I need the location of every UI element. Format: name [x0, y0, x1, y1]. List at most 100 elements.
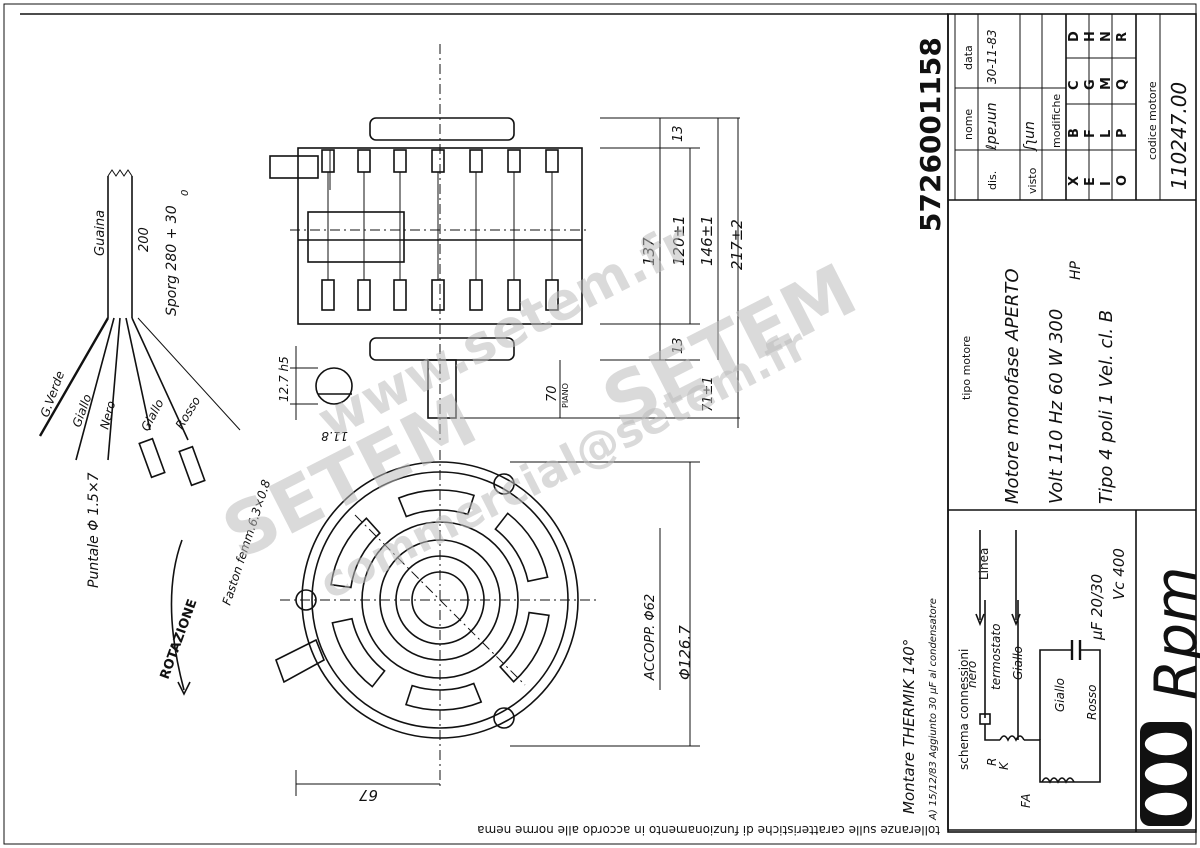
- codice-motore-label: codice motore: [1146, 81, 1159, 160]
- schema-termostato: termostato: [989, 624, 1003, 690]
- modifiche-letter: X: [1067, 176, 1082, 186]
- modifiche-letter: I: [1099, 181, 1114, 186]
- dim-13-bot: 13: [671, 337, 686, 354]
- slot-mark: [545, 149, 559, 173]
- schema-capacitor: µF 20/30: [1088, 574, 1106, 641]
- dim-piano: PIANO: [561, 383, 570, 408]
- slot-mark: [507, 149, 521, 173]
- slot-mark: [431, 149, 445, 173]
- title-block: [947, 13, 1197, 833]
- motore-line: Motore monofase APERTO: [1002, 268, 1023, 504]
- schema-giallo-2: Giallo: [1053, 678, 1067, 712]
- modifiche-letter: D: [1067, 31, 1082, 42]
- wire-200: 200: [137, 227, 152, 252]
- dim-126: Φ126.7: [676, 625, 694, 680]
- dim-shaft-dia: 12.7 h5: [277, 356, 291, 402]
- watermark-layer: www.setem.fr SETEM SETEM commercial@sete…: [210, 212, 870, 610]
- modifiche-letter: R: [1115, 32, 1130, 42]
- drawing-number: 5726001158: [914, 37, 947, 232]
- wire-guaina: Guaina: [93, 210, 108, 256]
- dim-accopp: ACCOPP. Φ62: [643, 594, 658, 681]
- stator-slots: [321, 149, 559, 311]
- modifiche-letter: F: [1083, 129, 1098, 138]
- schema-fa: FA: [1019, 794, 1033, 808]
- visto-signature: ʃʅun: [1022, 121, 1038, 152]
- slot-mark: [357, 149, 371, 173]
- nome-label: nome: [962, 109, 975, 140]
- modifiche-letter: B: [1067, 128, 1082, 138]
- dim-flat: 11.8: [321, 429, 348, 443]
- modifiche-letter: C: [1067, 80, 1082, 90]
- slot-mark: [431, 279, 445, 311]
- coil-fa-icon: [1041, 777, 1075, 784]
- wire-giallo: Giallo: [70, 392, 95, 429]
- dim-146: 146±1: [698, 215, 716, 266]
- modifiche-letter: Q: [1115, 79, 1130, 90]
- tipo-motore-label: tipo motore: [960, 336, 973, 400]
- schema-nero: nero: [965, 661, 979, 688]
- schema-r: R: [985, 758, 999, 766]
- dis-date: 30-11-83: [985, 30, 999, 84]
- wire-nero: Nero: [97, 399, 118, 430]
- slot-mark: [357, 279, 371, 311]
- front-slot: [331, 617, 386, 688]
- shaft-section: [290, 346, 353, 420]
- modifiche-letter: P: [1115, 128, 1130, 138]
- dim-67: 67: [358, 786, 378, 804]
- front-slot: [499, 611, 550, 683]
- front-slot: [404, 682, 483, 711]
- modifiche-letter: E: [1083, 177, 1098, 186]
- wire-sporg-tol: 0: [180, 190, 191, 196]
- wire-giallo-2: Giallo: [138, 397, 166, 434]
- slot-mark: [321, 279, 335, 311]
- dim-71: 71±1: [701, 376, 716, 412]
- modifiche-letter: M: [1099, 77, 1114, 90]
- schema-connessioni: schema connessioni Linea nero termostato…: [957, 530, 1128, 808]
- modifiche-letter: O: [1115, 175, 1130, 186]
- slot-mark: [469, 149, 483, 173]
- motor-front-view: [275, 450, 600, 790]
- brand-logo-text: Rpm: [1142, 566, 1200, 700]
- schema-linea: Linea: [977, 548, 991, 580]
- wire-puntale: Puntale Φ 1.5×7: [86, 472, 102, 588]
- modifiche-letter: G: [1083, 79, 1098, 90]
- wire-sporg: Sporg 280 + 30: [164, 205, 180, 316]
- wire-rosso: Rosso: [173, 394, 204, 432]
- dis-signature: ℓpɐɹun: [984, 102, 1000, 151]
- modifiche-label: modifiche: [1050, 94, 1063, 148]
- front-slot: [397, 489, 476, 518]
- vertical-dimensions: [460, 117, 740, 428]
- schema-k: K: [997, 761, 1011, 770]
- wiring-harness: [38, 169, 241, 487]
- hp-unit: HP: [1068, 260, 1084, 280]
- tolerance-note: tolleranze sulle caratteristiche di funz…: [477, 823, 940, 837]
- brand-coil-logo: [1140, 722, 1192, 826]
- volt-line: Volt 110 Hz 60 W 300: [1046, 309, 1067, 504]
- front-view-slots: [330, 489, 550, 711]
- coil-r-icon: [999, 735, 1025, 742]
- modifiche-letter: H: [1083, 31, 1098, 42]
- montare-note: Montare THERMIK 140°: [900, 639, 918, 814]
- data-label: data: [962, 45, 975, 70]
- dim-217: 217±2: [728, 219, 746, 270]
- front-slot: [330, 517, 381, 589]
- slot-mark: [393, 149, 407, 173]
- dim-137: 137: [640, 237, 658, 266]
- front-slot: [494, 512, 549, 583]
- modifiche-letter: N: [1099, 31, 1114, 42]
- rotation-arrow-icon: [170, 539, 185, 691]
- dim-120: 120±1: [670, 215, 688, 266]
- slot-mark: [393, 279, 407, 311]
- tipo-line: Tipo 4 poli 1 Vel. cl. B: [1096, 310, 1117, 504]
- schema-vc: Vc 400: [1110, 548, 1128, 600]
- motor-side-view: [269, 44, 590, 440]
- codice-motore-value: 110247.00: [1167, 82, 1191, 190]
- dim-13-top: 13: [671, 125, 686, 142]
- rotation-arrowhead-icon: [177, 681, 191, 696]
- dis-label: dis.: [986, 171, 999, 190]
- front-view-dimensions: [295, 461, 700, 796]
- schema-title: schema connessioni: [957, 649, 971, 770]
- aggiunto-note: A) 15/12/83 Aggiunto 30 µF al condensato…: [928, 598, 939, 821]
